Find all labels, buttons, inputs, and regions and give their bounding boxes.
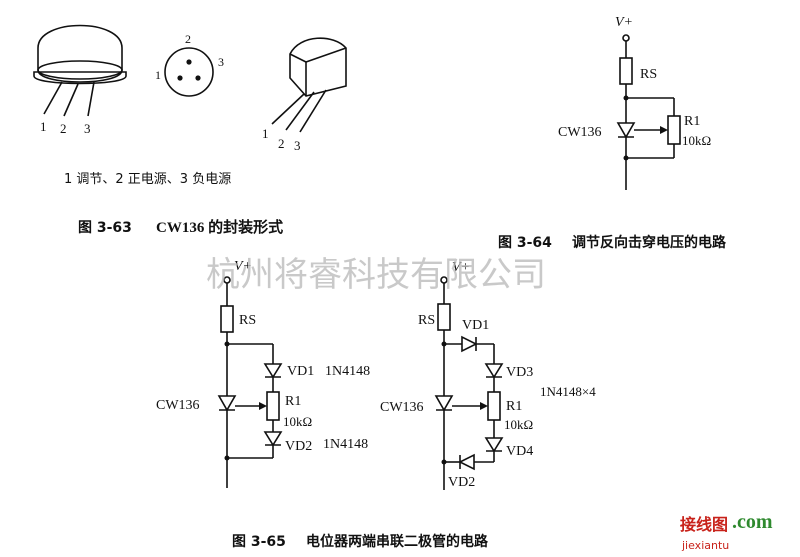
fig65l-vd2-part: 1N4148 bbox=[323, 437, 368, 452]
can-pin-1-label: 1 bbox=[40, 119, 47, 134]
fig65r-supply-label: V+ bbox=[452, 260, 470, 275]
logo-subtext: jiexiantu bbox=[681, 539, 729, 552]
fig65-right-circuit: V+ RS VD1 VD3 1N4148×4 R1 10kΩ VD4 VD2 C… bbox=[380, 260, 596, 490]
fig65r-vd3-label: VD3 bbox=[506, 365, 533, 380]
fig64-caption-number: 图 3-64 bbox=[498, 235, 552, 251]
to92-pin-3-label: 3 bbox=[294, 138, 301, 153]
fig65r-vd1-diode bbox=[461, 335, 478, 353]
logo-domain: .com bbox=[732, 511, 773, 533]
fig64-rs-label: RS bbox=[640, 67, 657, 82]
fig65l-r1-pot bbox=[266, 391, 280, 421]
fig64-rs-resistor bbox=[619, 57, 633, 85]
to92-package: 1 2 3 bbox=[262, 37, 347, 153]
can-lead-3 bbox=[87, 81, 95, 117]
fig65-left-circuit: V+ RS VD1 1N4148 R1 10kΩ VD2 1N4148 CW13… bbox=[156, 259, 370, 488]
fig65r-vd4-diode bbox=[484, 437, 504, 453]
fig64-ic-label: CW136 bbox=[558, 125, 602, 140]
metal-can-package: 1 2 3 bbox=[33, 24, 127, 136]
logo-text: 接线图 bbox=[680, 515, 728, 534]
fig65l-vd1-part: 1N4148 bbox=[325, 364, 370, 379]
to92-lead-2 bbox=[285, 91, 315, 131]
fig65l-rs-resistor bbox=[220, 305, 234, 333]
fig65r-r1-label: R1 bbox=[506, 399, 522, 414]
fig65l-ic-label: CW136 bbox=[156, 398, 200, 413]
pin-function-legend: 1 调节、2 正电源、3 负电源 bbox=[64, 172, 231, 187]
fig65r-cw136-symbol bbox=[434, 395, 454, 412]
fig65l-r1-value: 10kΩ bbox=[283, 414, 312, 429]
fig65r-vd1-label: VD1 bbox=[462, 318, 489, 333]
fig65l-vd1-diode bbox=[263, 363, 283, 379]
fig64-supply-label: V+ bbox=[615, 15, 633, 30]
can-pin-3-label: 3 bbox=[84, 121, 91, 136]
can-pin-2-label: 2 bbox=[60, 121, 67, 136]
fig64-r1-label: R1 bbox=[684, 114, 700, 129]
fig63-caption-number: 图 3-63 bbox=[78, 220, 132, 236]
bottom-pin-1-label: 1 bbox=[155, 68, 161, 82]
fig64-circuit: V+ RS CW136 R1 10kΩ bbox=[558, 15, 711, 190]
fig65l-vd2-diode bbox=[263, 431, 283, 447]
can-lead-2 bbox=[63, 83, 79, 117]
fig64-r1-value: 10kΩ bbox=[682, 133, 711, 148]
to92-lead-1 bbox=[271, 93, 305, 125]
fig65r-r1-pot bbox=[487, 391, 501, 421]
fig65r-ic-label: CW136 bbox=[380, 400, 424, 415]
fig64-r1-pot bbox=[667, 115, 681, 145]
fig65-caption-number: 图 3-65 bbox=[232, 534, 286, 550]
fig65r-rs-label: RS bbox=[418, 313, 435, 328]
bottom-pin-2-label: 2 bbox=[185, 32, 191, 46]
bottom-pin-3-label: 3 bbox=[218, 55, 224, 69]
fig65l-r1-label: R1 bbox=[285, 394, 301, 409]
to92-pin-2-label: 2 bbox=[278, 136, 285, 151]
jiexiantu-logo: 接线图 .com jiexiantu bbox=[680, 511, 773, 552]
fig65l-rs-label: RS bbox=[239, 313, 256, 328]
fig65r-vd4-label: VD4 bbox=[506, 444, 533, 459]
fig65r-rs-resistor bbox=[437, 303, 451, 331]
fig65r-vd3-diode bbox=[484, 363, 504, 379]
fig64-cw136-symbol bbox=[616, 122, 636, 139]
to92-pin-1-label: 1 bbox=[262, 126, 269, 141]
fig64-caption-text: 调节反向击穿电压的电路 bbox=[572, 234, 727, 251]
company-watermark: 杭州将睿科技有限公司 bbox=[206, 256, 546, 294]
fig65r-vd2-diode bbox=[458, 453, 475, 471]
fig65r-part-note: 1N4148×4 bbox=[540, 384, 596, 399]
fig65l-supply-label: V+ bbox=[234, 259, 252, 274]
fig63-caption-text: CW136 的封装形式 bbox=[156, 218, 283, 236]
fig65l-vd1-label: VD1 bbox=[287, 364, 314, 379]
package-bottom-view: 2 1 3 bbox=[155, 32, 224, 97]
fig65-caption-text: 电位器两端串联二极管的电路 bbox=[306, 533, 489, 550]
fig65r-vd2-label: VD2 bbox=[448, 475, 475, 490]
fig65l-cw136-symbol bbox=[217, 395, 237, 412]
fig65l-vd2-label: VD2 bbox=[285, 439, 312, 454]
to92-lead-3 bbox=[299, 89, 327, 133]
can-lead-1 bbox=[43, 81, 63, 115]
fig65r-r1-value: 10kΩ bbox=[504, 417, 533, 432]
